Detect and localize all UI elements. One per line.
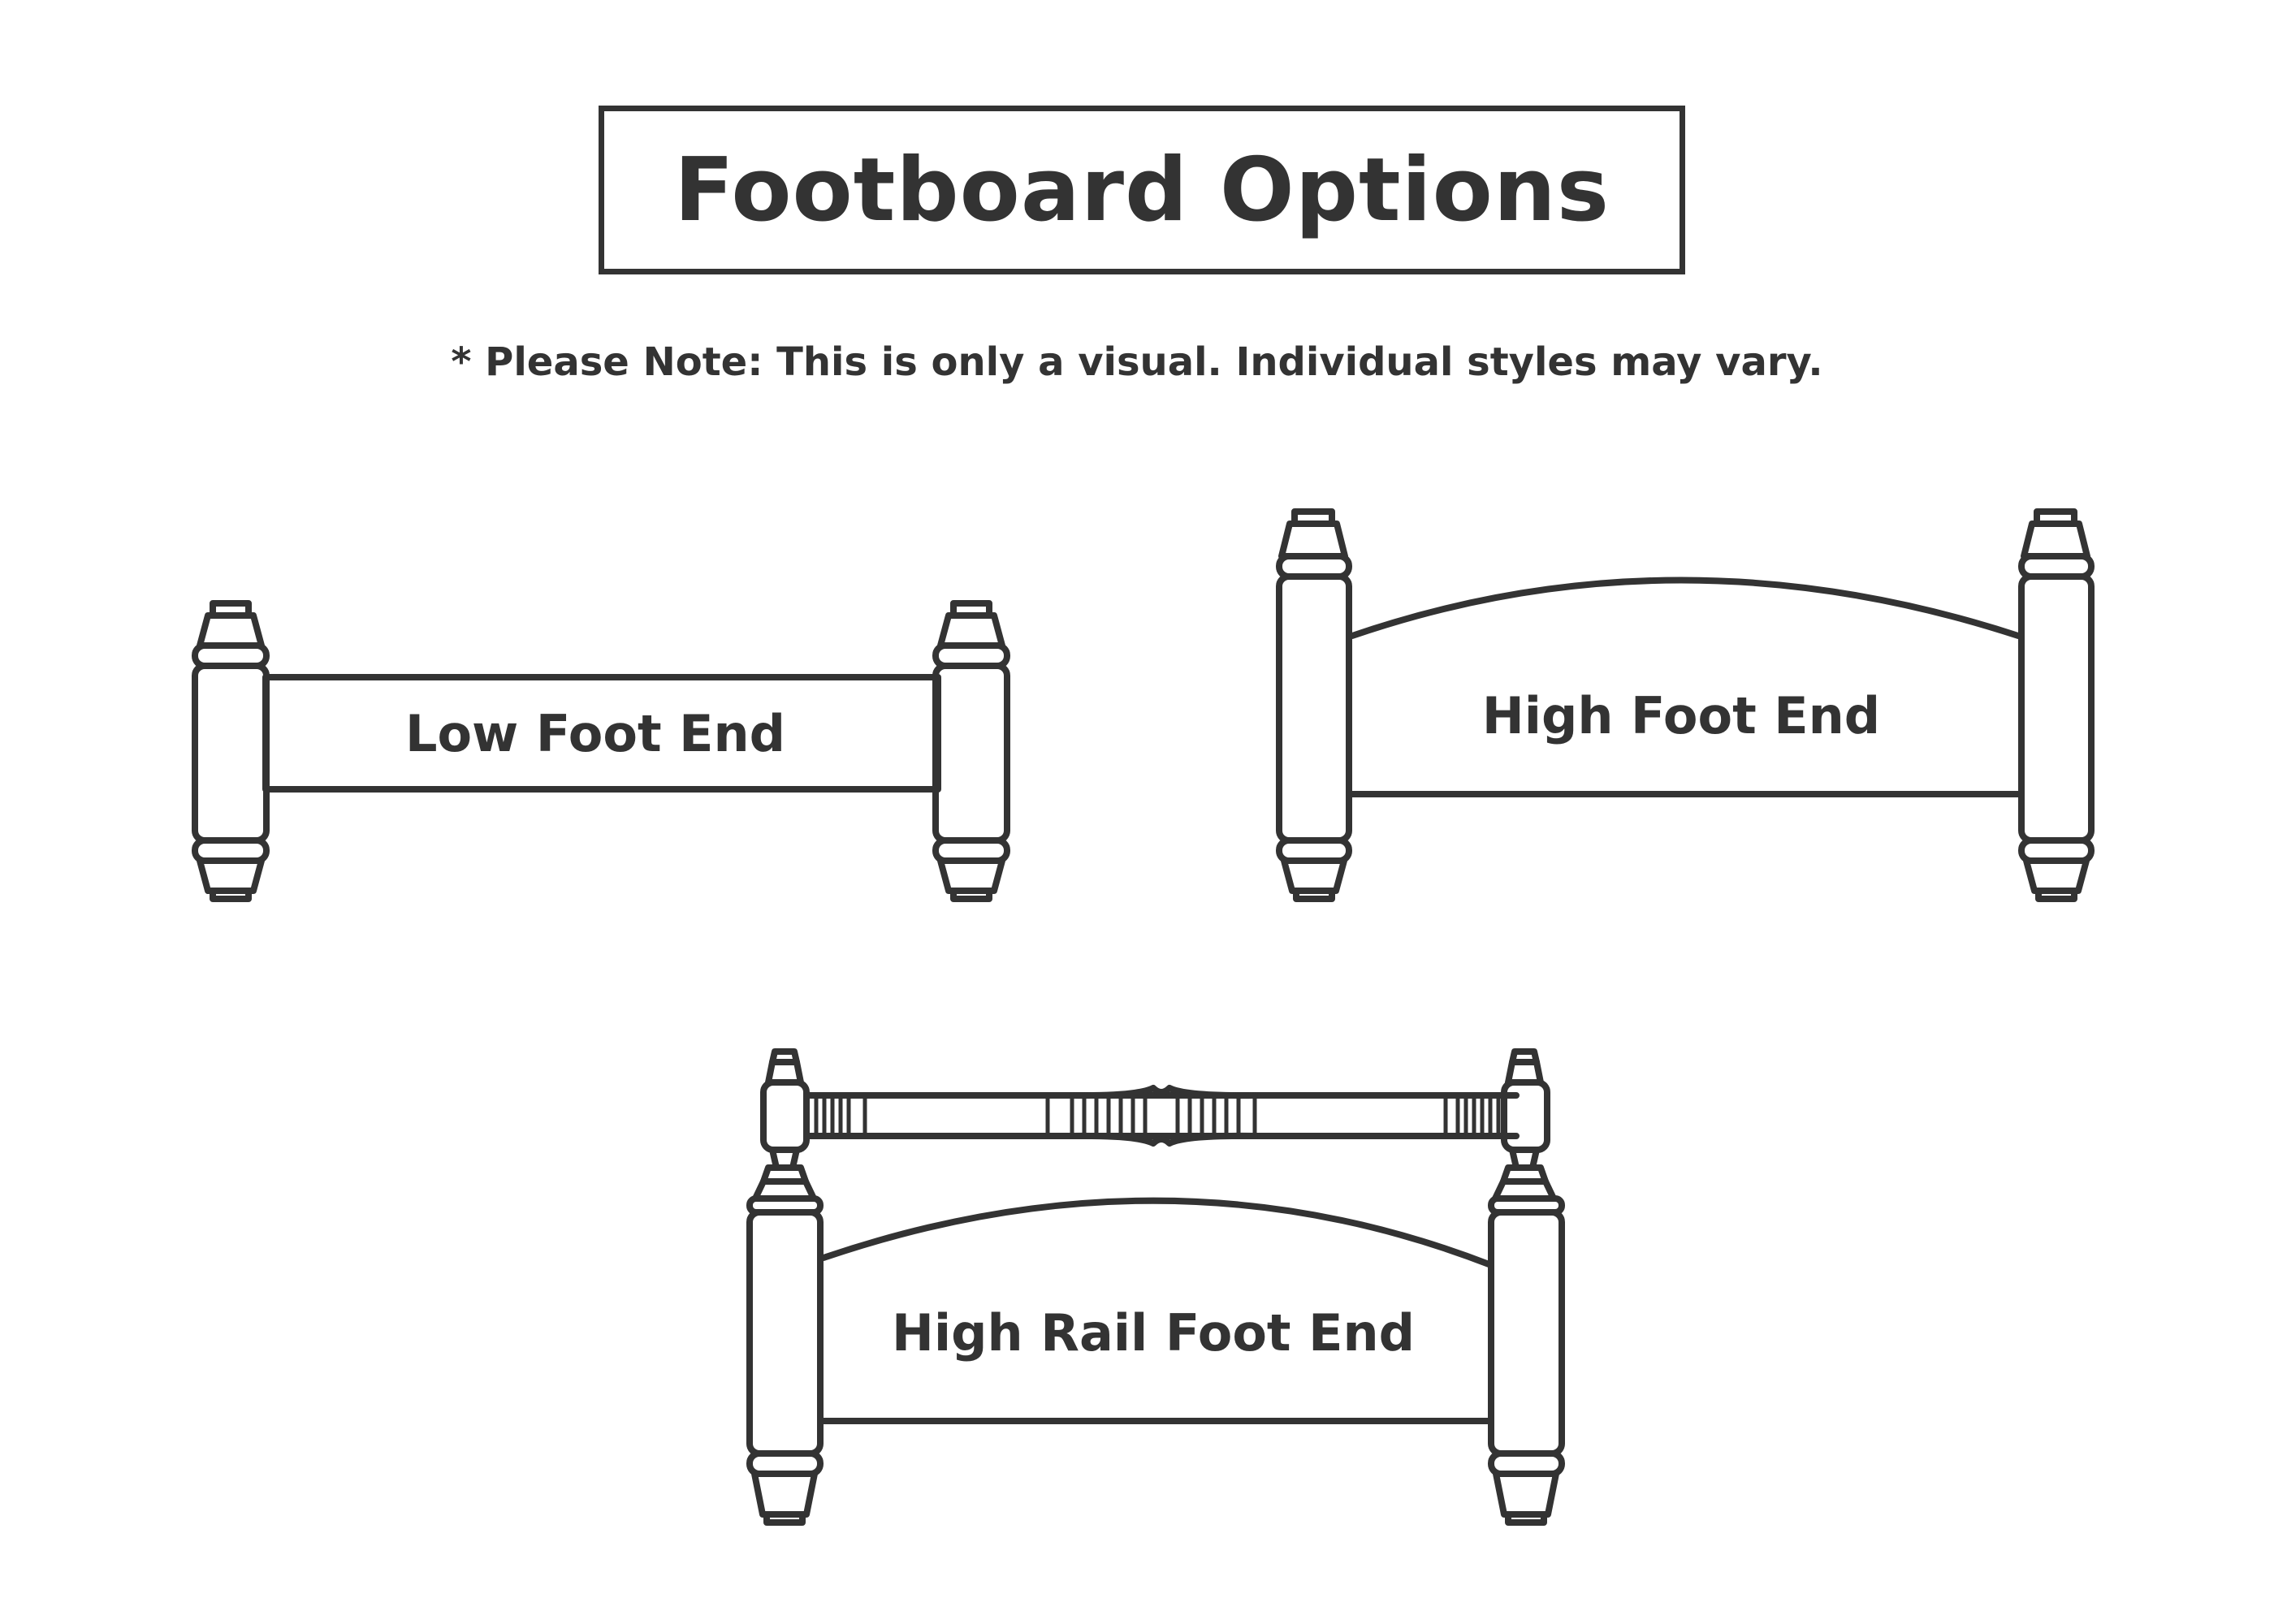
high-left-post [1279, 512, 1349, 899]
high-rail-left-post [750, 1052, 820, 1522]
high-rail-right-post [1491, 1052, 1562, 1522]
low-right-post [936, 603, 1007, 899]
high-right-post [2021, 512, 2091, 899]
high-rail-foot-end-diagram [750, 1052, 1562, 1522]
label-low-foot-end: Low Foot End [405, 704, 785, 763]
rail-turnings [816, 1093, 1498, 1138]
low-left-post [195, 603, 266, 899]
top-rail [806, 1088, 1516, 1143]
label-high-rail-foot-end: High Rail Foot End [892, 1303, 1415, 1363]
label-high-foot-end: High Foot End [1482, 686, 1880, 745]
